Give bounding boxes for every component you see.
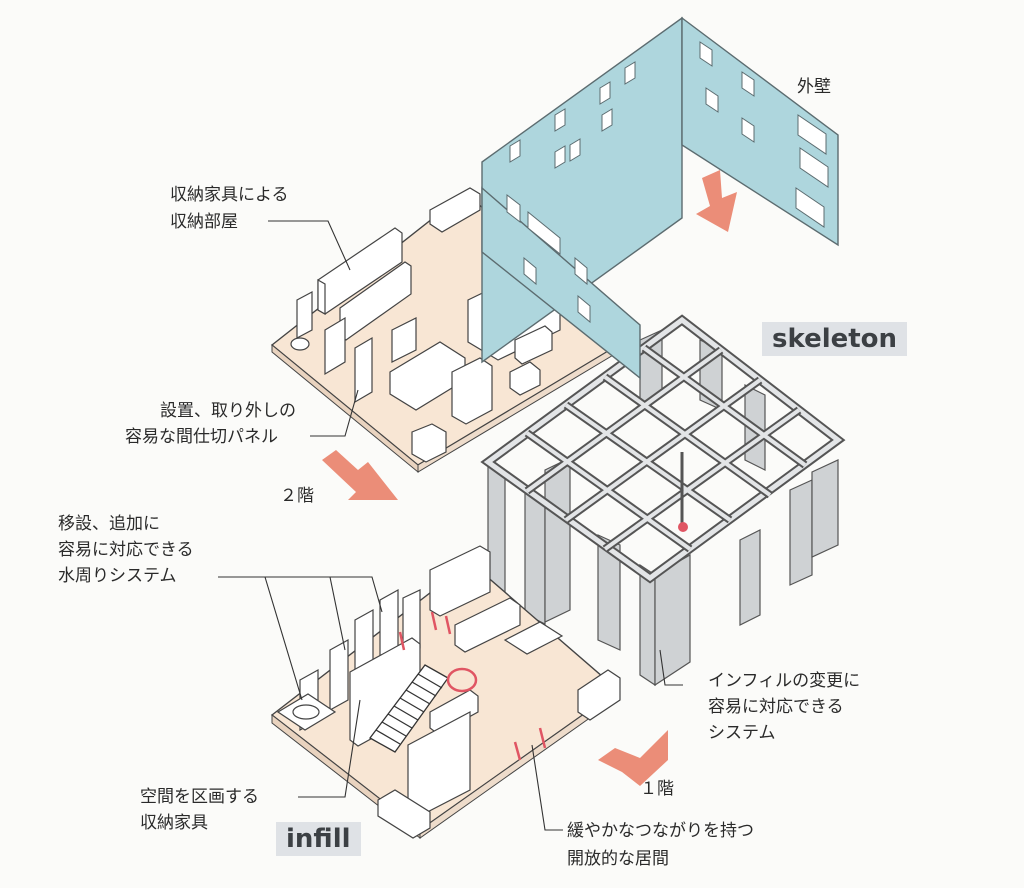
first-floor-infill	[270, 545, 621, 840]
infill-badge: infill	[276, 822, 361, 856]
infill-system-label-line2: 容易に対応できる	[708, 697, 844, 717]
partition-panel-label-line1: 設置、取り外しの	[160, 401, 296, 421]
water-system-label-line3: 水周りシステム	[58, 566, 177, 586]
arrow-first-floor	[598, 730, 668, 786]
skeleton-frame	[480, 314, 846, 687]
arrow-second-floor	[322, 450, 398, 500]
infill-system-label-line3: システム	[708, 723, 776, 743]
first-floor-label: １階	[640, 779, 674, 799]
space-furniture-label-line2: 収納家具	[140, 813, 208, 833]
living-label-line1: 緩やかなつながりを持つ	[567, 821, 754, 841]
living-label-line2: 開放的な居間	[567, 849, 669, 869]
skeleton-badge: skeleton	[762, 322, 908, 356]
exterior-wall	[481, 16, 839, 380]
storage-room-label-line2: 収納部屋	[170, 212, 238, 232]
space-furniture-label-line1: 空間を区画する	[140, 787, 259, 807]
storage-room-label-line1: 収納家具による	[170, 185, 289, 205]
partition-panel-label-line2: 容易な間仕切パネル	[125, 427, 278, 447]
water-system-label-line1: 移設、追加に	[58, 514, 160, 534]
infill-system-label-line1: インフィルの変更に	[708, 671, 861, 691]
water-system-label-line2: 容易に対応できる	[58, 540, 194, 560]
arrows	[322, 170, 737, 786]
leader-lines	[218, 220, 683, 831]
arrow-down-wall	[696, 170, 737, 232]
second-floor-label: ２階	[280, 486, 314, 506]
exterior-wall-label: 外壁	[797, 77, 831, 97]
